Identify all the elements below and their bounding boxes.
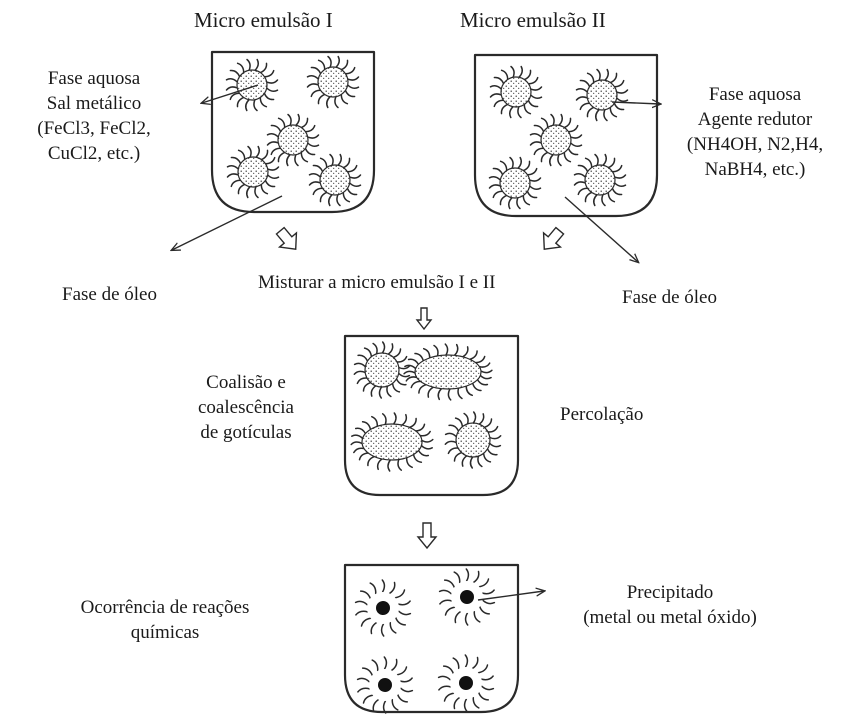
label-oil-phase-left: Fase de óleo xyxy=(62,284,157,305)
label-aqueous-phase-left: Fase aquosa xyxy=(47,68,141,89)
label-mix-emulsions: Misturar a micro emulsão I e II xyxy=(258,272,496,293)
title-emulsion-1: Micro emulsão I xyxy=(194,8,333,32)
label-metal-salt: Sal metálico xyxy=(46,93,142,114)
precipitate-droplet xyxy=(437,654,495,712)
beaker-percolation xyxy=(343,334,520,497)
label-reactions-2: químicas xyxy=(130,622,200,643)
pointer-oil-left xyxy=(172,195,283,250)
micelle-droplet xyxy=(489,65,543,119)
beaker-emulsion-2 xyxy=(473,53,659,218)
micelle-droplet xyxy=(226,145,280,199)
label-reducing-agents-list-2: NaBH4, etc.) xyxy=(704,159,806,180)
micelle-droplet xyxy=(444,411,502,469)
hollow-arrow-left xyxy=(275,226,298,250)
beaker-emulsion-1 xyxy=(210,50,376,214)
micelle-droplet xyxy=(225,58,279,112)
label-reducing-agent: Agente redutor xyxy=(697,109,813,130)
micelle-droplet xyxy=(573,153,627,207)
label-metal-salts-list-2: CuCl2, etc.) xyxy=(47,143,141,164)
pointer-aqueous-right xyxy=(611,102,660,104)
hollow-arrow-reaction xyxy=(416,522,438,550)
label-reducing-agents-list-1: (NH4OH, N2,H4, xyxy=(686,134,824,155)
micelle-droplet xyxy=(403,343,493,401)
label-reactions-1: Ocorrência de reações xyxy=(80,597,250,618)
micelle-droplet xyxy=(353,341,411,399)
label-coalescence-1: Coalisão e xyxy=(206,372,286,393)
label-oil-phase-right: Fase de óleo xyxy=(622,287,717,308)
label-percolation: Percolação xyxy=(560,404,644,425)
label-precipitate-1: Precipitado xyxy=(626,582,714,603)
right-aqueous-labels: Fase aquosa Agente redutor (NH4OH, N2,H4… xyxy=(660,82,850,182)
title-emulsion-2: Micro emulsão II xyxy=(460,8,606,32)
label-aqueous-phase-right: Fase aquosa xyxy=(708,84,802,105)
precipitate-droplet xyxy=(356,656,414,714)
micelle-droplet xyxy=(350,412,434,472)
pointer-oil-right xyxy=(564,196,638,262)
coalescence-labels: Coalisão e coalescência de gotículas xyxy=(176,370,316,445)
micelle-droplet xyxy=(266,113,320,167)
reaction-labels: Ocorrência de reações químicas xyxy=(40,595,290,645)
hollow-arrow-right xyxy=(542,226,565,250)
pointer-precipitate xyxy=(477,591,544,601)
label-precipitate-2: (metal ou metal óxido) xyxy=(583,607,757,628)
precipitate-droplet xyxy=(438,568,496,626)
pointer-aqueous-left xyxy=(202,84,259,103)
precipitate-droplet xyxy=(354,579,412,637)
precipitate-labels: Precipitado (metal ou metal óxido) xyxy=(545,580,795,630)
label-coalescence-2: coalescência xyxy=(198,397,294,418)
micelle-droplet xyxy=(306,55,360,109)
micelle-droplet xyxy=(529,113,583,167)
micelle-droplet xyxy=(575,68,629,122)
label-metal-salts-list-1: (FeCl3, FeCl2, xyxy=(37,118,151,139)
beaker-precipitate xyxy=(343,563,520,714)
left-aqueous-labels: Fase aquosa Sal metálico (FeCl3, FeCl2, … xyxy=(8,66,180,166)
label-coalescence-3: de gotículas xyxy=(200,422,292,443)
droplet-layer xyxy=(225,55,629,714)
hollow-arrow-mix xyxy=(415,307,433,331)
micelle-droplet xyxy=(488,156,542,210)
micelle-droplet xyxy=(308,153,362,207)
